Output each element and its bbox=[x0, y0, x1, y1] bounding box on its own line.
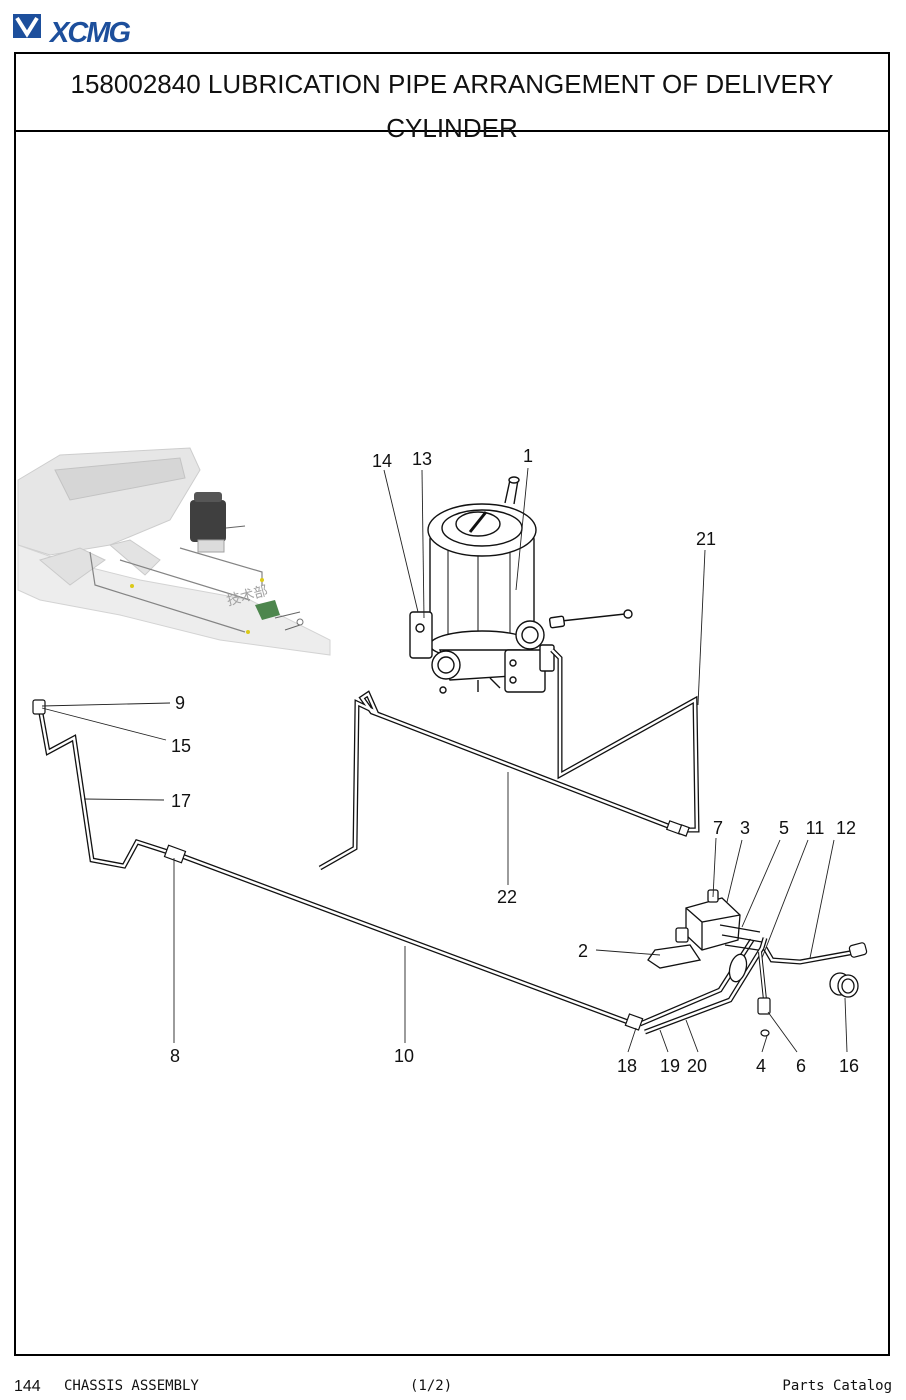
pipe-22 bbox=[318, 690, 669, 871]
sheet-indicator: (1/2) bbox=[410, 1378, 453, 1394]
callout-16: 16 bbox=[839, 1056, 859, 1076]
callout-22: 22 bbox=[497, 887, 517, 907]
title-line-2: CYLINDER bbox=[386, 113, 518, 143]
callout-7: 7 bbox=[713, 818, 723, 838]
fitting-6 bbox=[757, 997, 771, 1037]
pipe-17 bbox=[37, 707, 169, 869]
callout-4: 4 bbox=[756, 1056, 766, 1076]
fitting-8 bbox=[163, 844, 187, 864]
callout-6: 6 bbox=[796, 1056, 806, 1076]
callout-8: 8 bbox=[170, 1046, 180, 1066]
catalog-label: Parts Catalog bbox=[782, 1378, 892, 1394]
fitting-7 bbox=[665, 820, 690, 837]
xcmg-emblem-icon bbox=[13, 14, 41, 38]
title-line-1: 158002840 LUBRICATION PIPE ARRANGEMENT O… bbox=[70, 69, 834, 99]
callout-21: 21 bbox=[696, 529, 716, 549]
leader-lines bbox=[41, 467, 848, 1053]
fitting-18 bbox=[624, 1013, 644, 1031]
brand-name: XCMG bbox=[50, 17, 131, 49]
callout-20: 20 bbox=[687, 1056, 707, 1076]
callout-17: 17 bbox=[171, 791, 191, 811]
callout-1: 1 bbox=[523, 446, 533, 466]
xcmg-logo: XCMG bbox=[12, 12, 152, 48]
callout-13: 13 bbox=[412, 449, 432, 469]
callout-14: 14 bbox=[372, 451, 392, 471]
drawing-frame: 158002840 LUBRICATION PIPE ARRANGEMENT O… bbox=[14, 52, 890, 1356]
distributor-block bbox=[647, 889, 763, 983]
callout-12: 12 bbox=[836, 818, 856, 838]
callouts: 14 13 1 21 9 15 17 7 3 5 11 12 22 2 8 10… bbox=[170, 446, 859, 1076]
callout-18: 18 bbox=[617, 1056, 637, 1076]
title-bar: 158002840 LUBRICATION PIPE ARRANGEMENT O… bbox=[16, 54, 888, 143]
fitting-12-end bbox=[848, 942, 868, 958]
callout-2: 2 bbox=[578, 941, 588, 961]
callout-15: 15 bbox=[171, 736, 191, 756]
callout-19: 19 bbox=[660, 1056, 680, 1076]
section-name: CHASSIS ASSEMBLY bbox=[64, 1378, 199, 1394]
page-number: 144 bbox=[14, 1378, 41, 1395]
callout-10: 10 bbox=[394, 1046, 414, 1066]
cap-16 bbox=[829, 972, 859, 998]
page-title: 158002840 LUBRICATION PIPE ARRANGEMENT O… bbox=[16, 62, 888, 150]
callout-3: 3 bbox=[740, 818, 750, 838]
lubrication-pump bbox=[409, 476, 633, 694]
callout-11: 11 bbox=[806, 818, 825, 838]
callout-5: 5 bbox=[779, 818, 789, 838]
fitting-9 bbox=[32, 699, 46, 715]
inset-location-view: 技术部 bbox=[17, 447, 331, 656]
callout-9: 9 bbox=[175, 693, 185, 713]
